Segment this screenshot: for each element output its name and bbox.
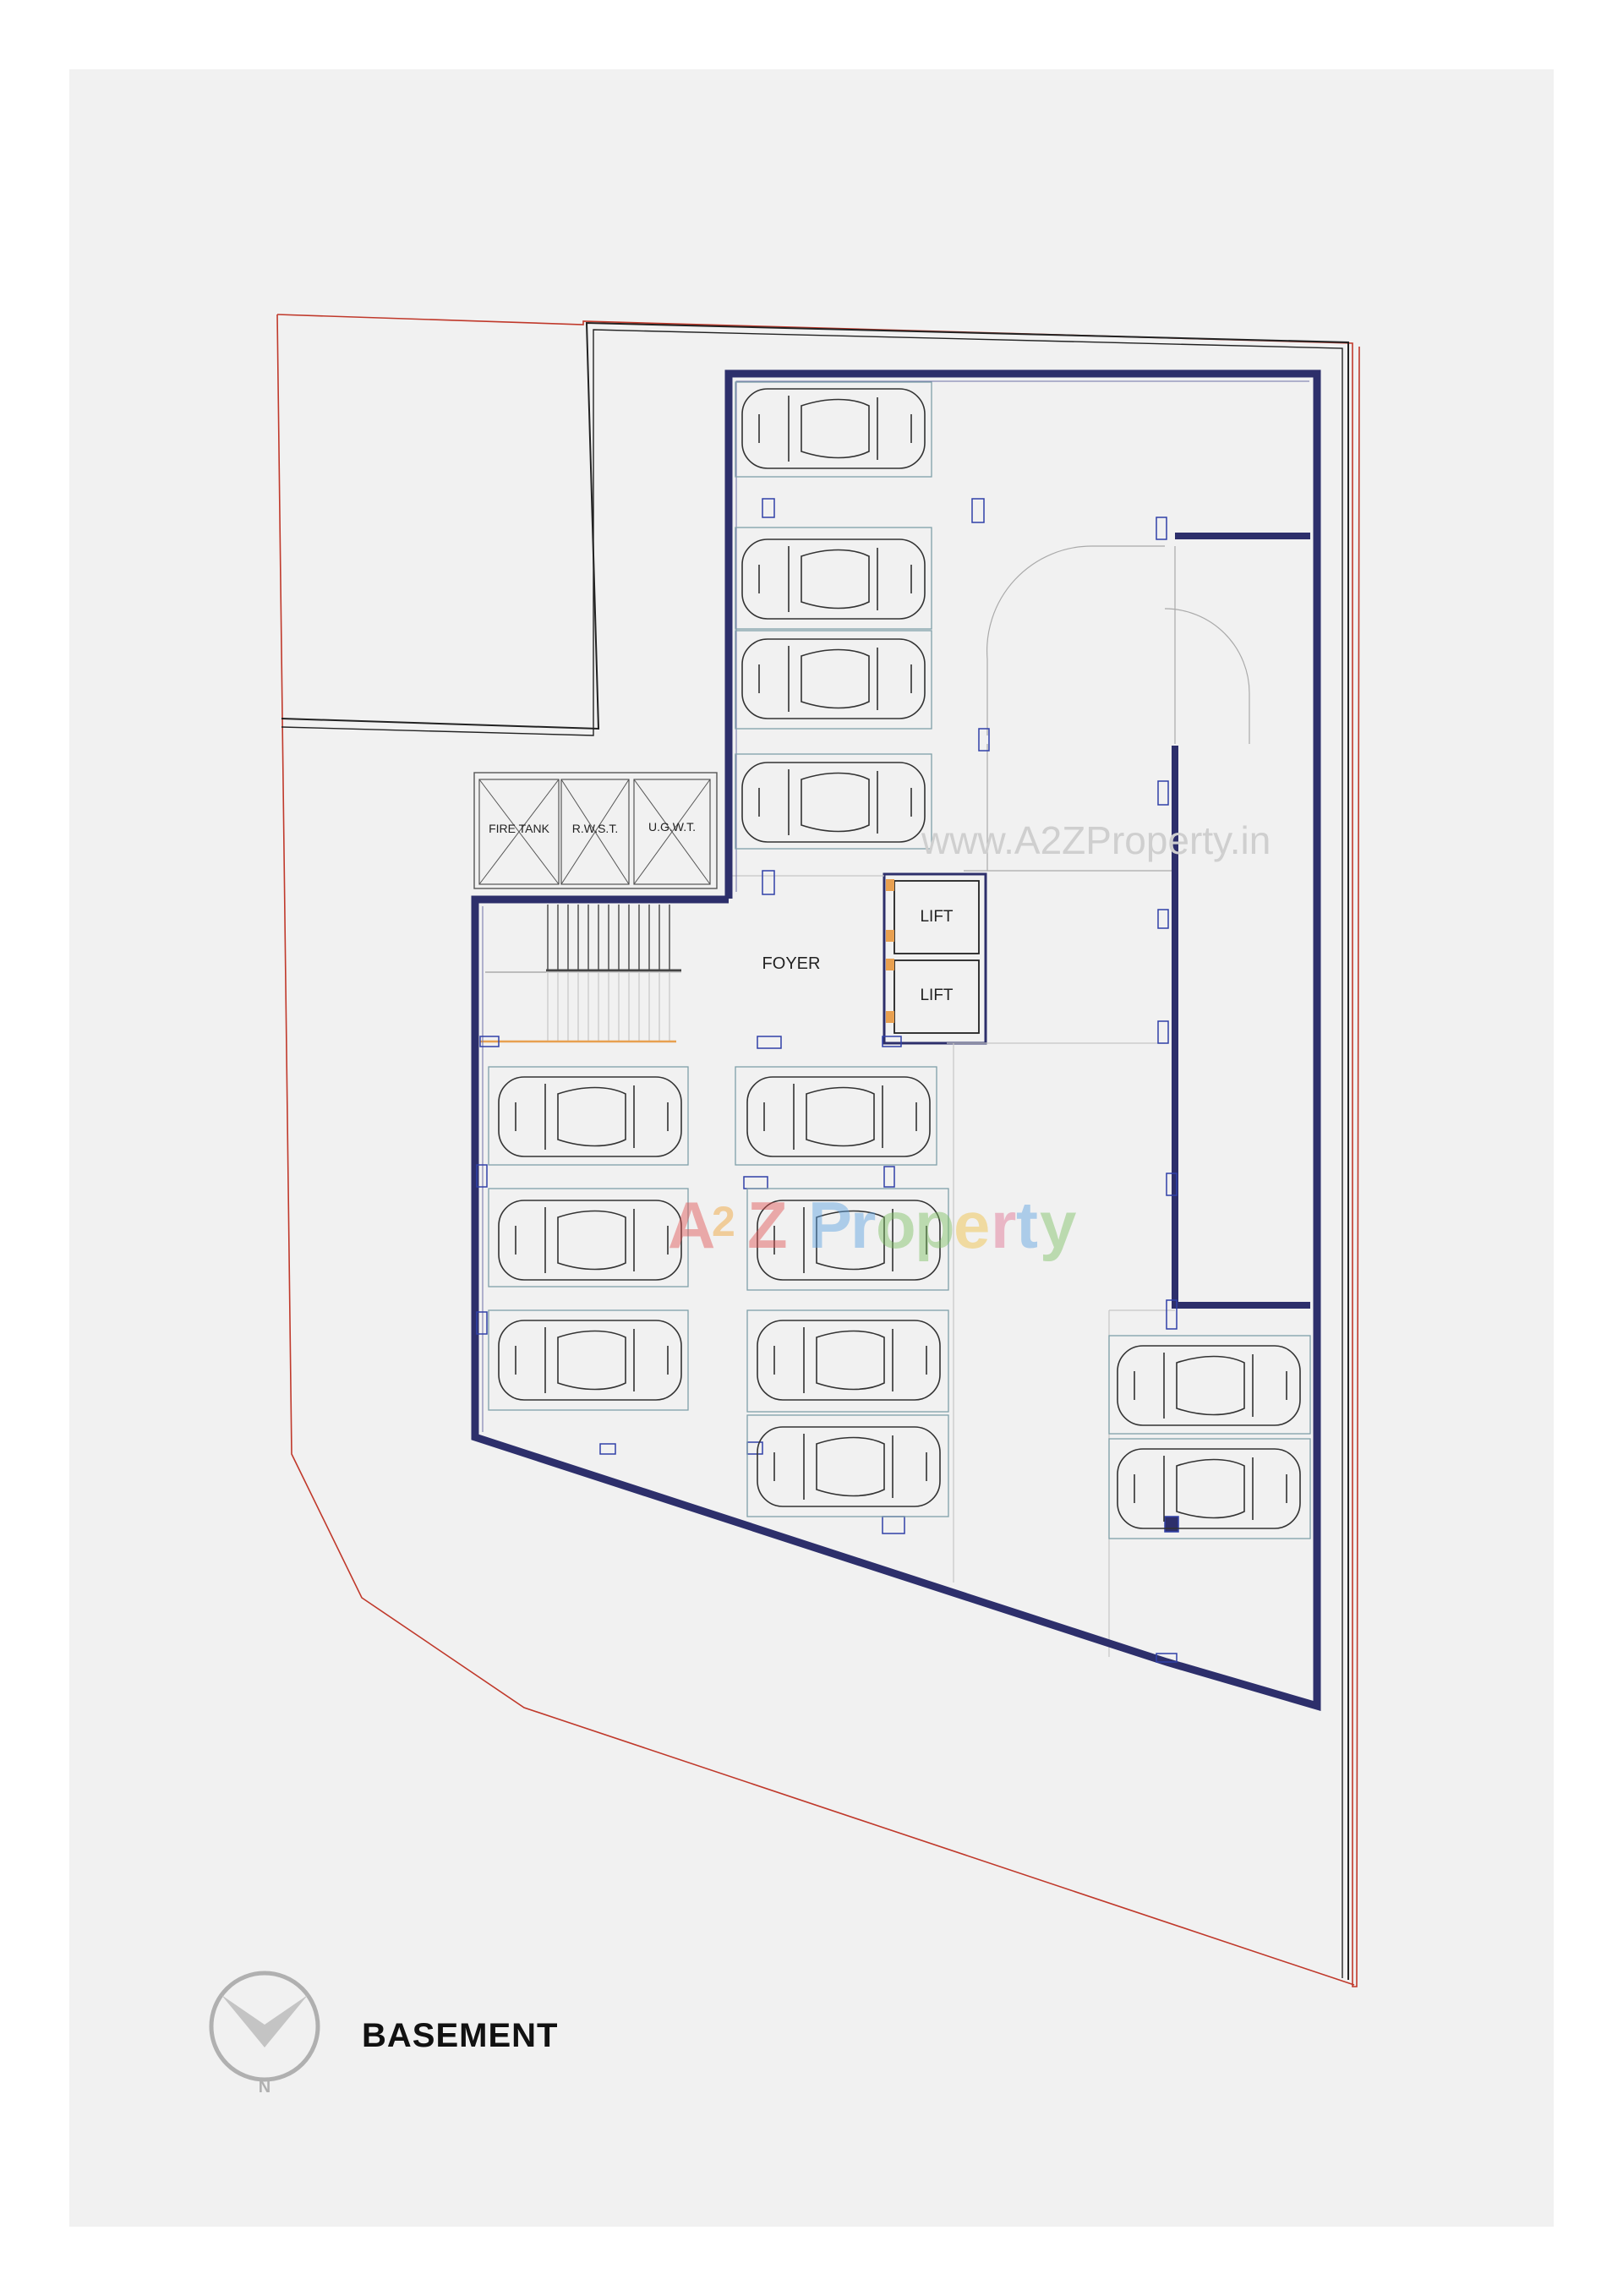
ugwt-label: U.G.W.T. <box>648 820 696 834</box>
foyer-label: FOYER <box>762 954 821 973</box>
watermark-letter: Z <box>747 1188 788 1262</box>
lift-core <box>883 872 987 1045</box>
car-outlines <box>498 388 1301 1529</box>
staircase <box>485 905 681 1041</box>
fire-tank-label: FIRE TANK <box>489 822 549 835</box>
drawing-sheet <box>69 69 1554 2227</box>
plot-boundary-west <box>276 314 1355 1986</box>
rwst-label: R.W.S.T. <box>572 822 618 835</box>
watermark-letter: A <box>668 1188 715 1262</box>
tank-block <box>473 772 718 889</box>
watermark-letter: y <box>1040 1188 1076 1262</box>
basement-walls-inner <box>482 380 1309 1432</box>
basement-walls <box>471 369 1321 1712</box>
watermark-letter: P <box>808 1188 852 1262</box>
watermark-letter: e <box>954 1188 990 1262</box>
lift-1-label: LIFT <box>920 908 953 926</box>
watermark-letter: 2 <box>712 1198 735 1245</box>
watermark-letter: p <box>915 1188 955 1262</box>
parking-slots <box>488 381 1311 1539</box>
plan-title: BASEMENT <box>362 2017 559 2054</box>
watermark-letter: t <box>1016 1188 1038 1262</box>
plot-boundary <box>276 314 1360 1987</box>
lift-2-label: LIFT <box>920 987 953 1004</box>
watermark-letter: r <box>850 1188 876 1262</box>
north-arrow-icon <box>209 1971 320 2082</box>
watermark-letter: o <box>876 1188 916 1262</box>
ramp <box>964 545 1250 872</box>
boundary-wall-outer <box>281 321 1349 1980</box>
watermark-letter: r <box>991 1188 1016 1262</box>
north-label: N <box>259 2078 270 2096</box>
watermark-url: www.A2ZProperty.in <box>921 818 1271 862</box>
boundary-wall-inner <box>281 329 1343 1978</box>
